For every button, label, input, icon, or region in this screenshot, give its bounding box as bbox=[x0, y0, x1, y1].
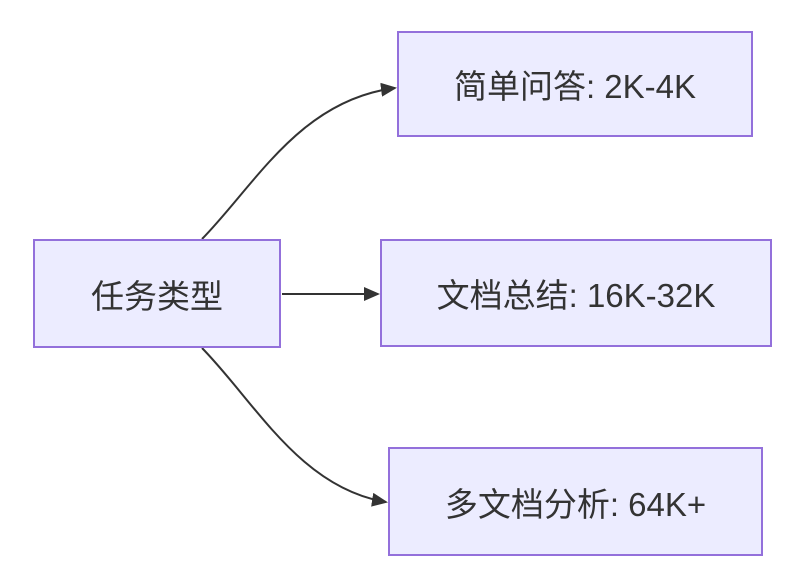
node-task-type-label: 任务类型 bbox=[91, 277, 223, 315]
node-task-type: 任务类型 bbox=[33, 239, 281, 348]
node-simple-qa-label: 简单问答: 2K-4K bbox=[453, 68, 697, 105]
node-doc-summary-label: 文档总结: 16K-32K bbox=[436, 277, 716, 314]
edge-root-to-top bbox=[201, 82, 397, 240]
node-multi-doc-analysis-label: 多文档分析: 64K+ bbox=[444, 485, 707, 523]
node-simple-qa: 简单问答: 2K-4K bbox=[397, 31, 753, 137]
node-multi-doc-analysis: 多文档分析: 64K+ bbox=[388, 447, 763, 556]
edge-root-to-bottom bbox=[201, 347, 388, 507]
node-doc-summary: 文档总结: 16K-32K bbox=[380, 239, 772, 347]
